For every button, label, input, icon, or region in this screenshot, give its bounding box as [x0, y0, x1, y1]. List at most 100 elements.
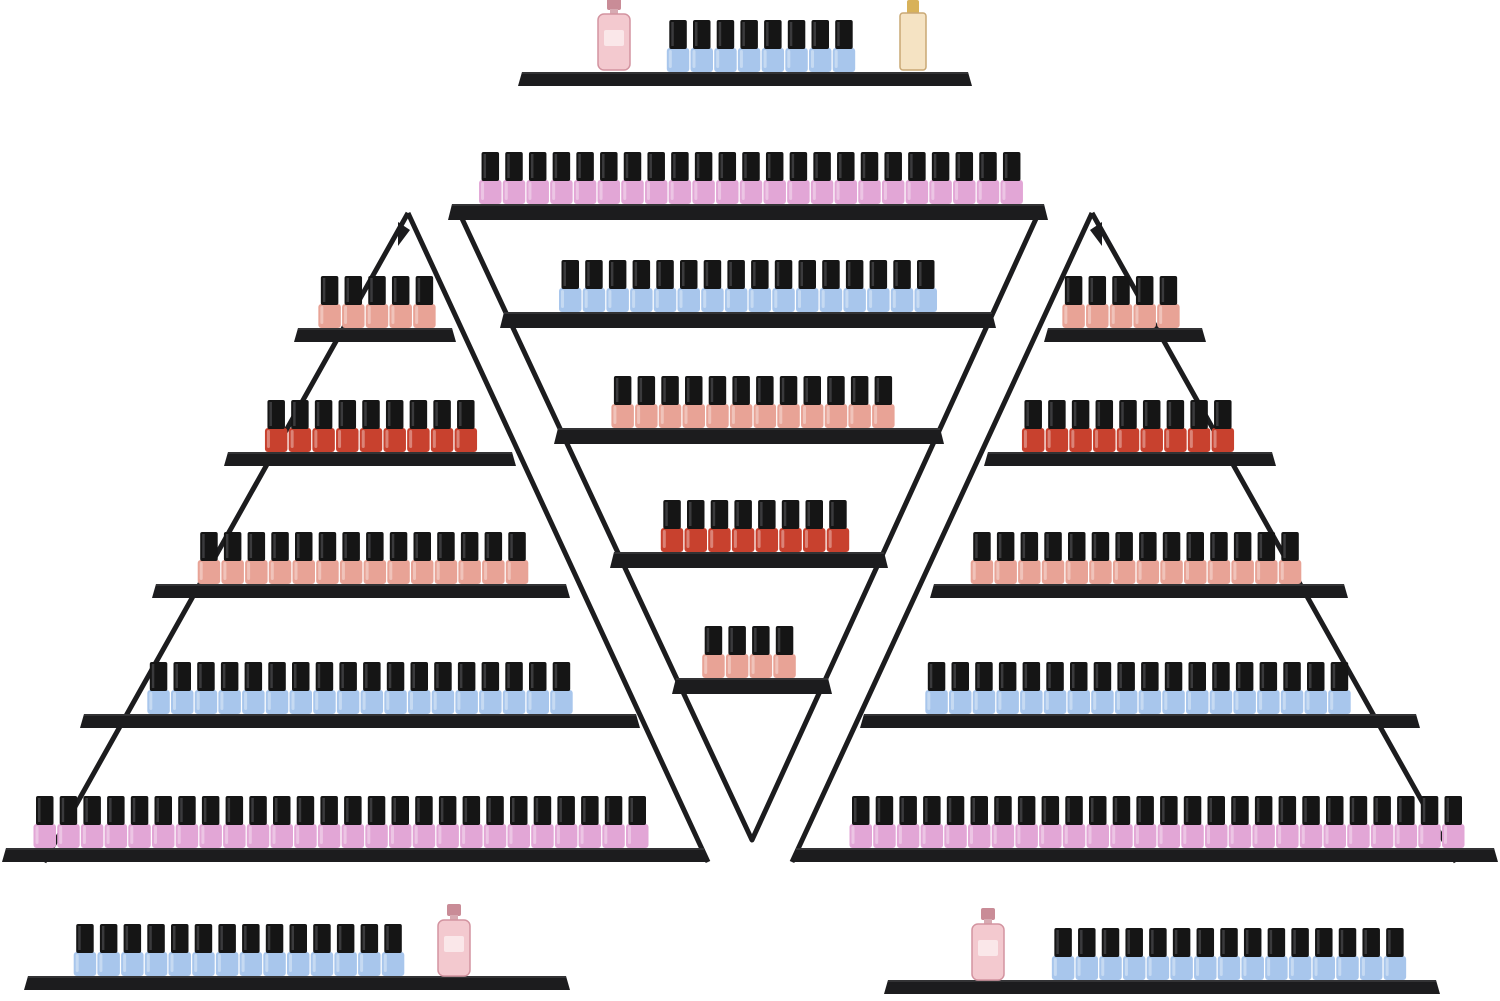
bottle-body: [460, 824, 483, 848]
polish-bottle: [714, 20, 737, 72]
bottle-glint: [1330, 692, 1334, 710]
cap-highlight: [1216, 402, 1219, 426]
cap-highlight: [293, 402, 296, 426]
bottle-glint: [1290, 958, 1294, 976]
bottle-glint: [1022, 692, 1026, 710]
cap-highlight: [1388, 930, 1391, 954]
polish-bottle-row: [702, 626, 796, 678]
polish-bottle: [413, 276, 436, 328]
bottle-body: [1086, 304, 1109, 328]
bottle-body: [431, 690, 455, 714]
cap-highlight: [1080, 930, 1083, 954]
bottle-body: [334, 952, 357, 976]
shelf-plate: [294, 328, 456, 342]
perfume-neck: [450, 915, 458, 921]
cap-highlight: [202, 534, 205, 558]
bottle-body: [881, 180, 905, 204]
bottle-body: [597, 180, 621, 204]
polish-bottle: [1276, 796, 1299, 848]
bottle-body: [1257, 690, 1280, 714]
bottle-glint: [360, 954, 364, 972]
cap-highlight: [606, 798, 610, 822]
bottle-body: [1075, 956, 1099, 980]
bottle-body: [363, 560, 387, 584]
bottom-right-straight-shelf: [884, 908, 1440, 994]
polish-bottle: [708, 500, 731, 552]
cap-highlight: [322, 798, 325, 822]
cap-highlight: [695, 22, 698, 46]
right-mount-bracket: [1090, 222, 1102, 246]
polish-bottle: [773, 626, 796, 678]
polish-bottle-row: [559, 260, 937, 312]
bottle-glint: [460, 562, 464, 580]
bottle-glint: [225, 826, 229, 844]
polish-bottle: [1086, 796, 1109, 848]
polish-bottle: [803, 500, 826, 552]
bottle-glint: [409, 430, 413, 448]
bottle-glint: [1254, 826, 1258, 844]
polish-bottle: [809, 20, 832, 72]
bottle-body: [389, 304, 412, 328]
mount-slot: [1090, 242, 1094, 248]
cap-highlight: [246, 664, 250, 688]
cap-highlight: [687, 378, 690, 402]
polish-bottle: [701, 260, 724, 312]
cap-highlight: [996, 798, 999, 822]
bottle-body: [1383, 956, 1407, 980]
left-triangle-rack: [2, 276, 708, 862]
bottle-glint: [1257, 562, 1261, 580]
bottle-glint: [194, 954, 198, 972]
bottle-glint: [386, 692, 390, 710]
bottle-glint: [385, 430, 389, 448]
bottle-glint: [433, 692, 437, 710]
bottle-body: [1136, 560, 1160, 584]
polish-bottle: [1015, 796, 1038, 848]
bottle-body: [381, 952, 405, 976]
cap-highlight: [696, 154, 700, 178]
cap-highlight: [953, 664, 956, 688]
cap-highlight: [948, 798, 952, 822]
bottle-glint: [1301, 826, 1305, 844]
polish-bottle: [621, 152, 644, 204]
polish-bottle: [505, 532, 529, 584]
bottle-body: [221, 560, 244, 584]
bottle-glint: [1088, 306, 1092, 324]
bottle-glint: [803, 406, 806, 424]
cap-highlight: [1166, 664, 1170, 688]
cap-highlight: [807, 502, 810, 526]
bottle-body: [1146, 956, 1170, 980]
cap-highlight: [1235, 534, 1239, 558]
bottle-body: [454, 428, 478, 452]
polish-bottle: [221, 532, 244, 584]
bottle-glint: [974, 692, 978, 710]
bottle-glint: [972, 562, 976, 580]
bottle-glint: [528, 692, 532, 710]
polish-bottle: [554, 796, 578, 848]
cap-highlight: [109, 798, 112, 822]
cap-highlight: [341, 664, 344, 688]
polish-bottle: [218, 662, 241, 714]
bottle-glint: [789, 182, 793, 200]
bottle-body: [559, 288, 582, 312]
polish-bottle: [1116, 400, 1140, 452]
bottle-glint: [1230, 826, 1234, 844]
cap-highlight: [298, 798, 302, 822]
polish-bottle-row: [1062, 276, 1180, 328]
cap-highlight: [269, 402, 272, 426]
cap-highlight: [777, 628, 781, 652]
bottle-body: [482, 560, 505, 584]
bottle-body: [1133, 304, 1156, 328]
polish-bottle: [606, 260, 629, 312]
cap-highlight: [895, 262, 898, 286]
cap-highlight: [1304, 798, 1307, 822]
cap-highlight: [132, 798, 136, 822]
polish-bottle: [785, 20, 808, 72]
bottle-body: [1207, 560, 1231, 584]
cap-highlight: [1138, 798, 1141, 822]
polish-bottle: [33, 796, 56, 848]
bottle-body: [606, 288, 629, 312]
polish-bottle: [1217, 928, 1241, 980]
polish-bottle: [849, 796, 872, 848]
shelf-plate: [80, 714, 640, 728]
bottle-glint: [623, 182, 627, 200]
